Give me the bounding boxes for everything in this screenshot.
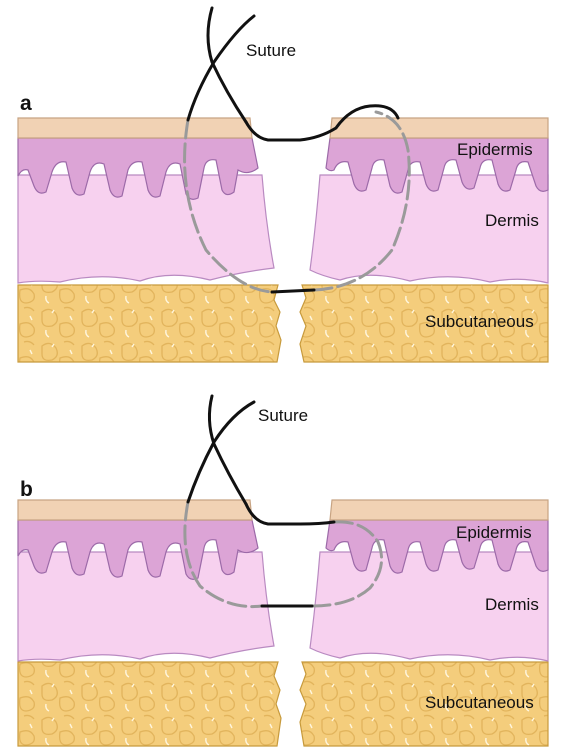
dermis-label: Dermis: [485, 595, 539, 615]
epidermis-label: Epidermis: [457, 140, 533, 160]
suture-deep-bridge: [272, 290, 314, 292]
panel-letter-a: a: [20, 92, 32, 116]
left-dermis-layer: [18, 552, 274, 661]
suture-label: Suture: [258, 406, 308, 426]
suture-label: Suture: [246, 41, 296, 61]
panel-letter-b: b: [20, 478, 33, 502]
left-subcutaneous-layer: [18, 662, 281, 746]
left-subcutaneous-layer: [18, 285, 281, 362]
left-skin-block: [18, 500, 281, 746]
panel-b: b Suture Epidermis Dermis Subcutaneous: [0, 374, 565, 749]
left-dermis-layer: [18, 175, 274, 283]
suture-visible-strand: [246, 504, 334, 524]
epidermis-label: Epidermis: [456, 523, 532, 543]
suture-knot-left: [188, 16, 254, 120]
suture-knot-left: [188, 402, 254, 502]
subcutaneous-label: Subcutaneous: [425, 693, 534, 713]
subcutaneous-label: Subcutaneous: [425, 312, 534, 332]
panel-a: a Suture Epidermis Dermis Subcutaneous: [0, 0, 565, 375]
left-stratum-corneum: [18, 500, 252, 520]
left-stratum-corneum: [18, 118, 252, 138]
suture-knot-right: [208, 8, 246, 122]
right-stratum-corneum: [330, 118, 548, 138]
right-stratum-corneum: [330, 500, 548, 520]
dermis-label: Dermis: [485, 211, 539, 231]
left-skin-block: [18, 118, 281, 362]
